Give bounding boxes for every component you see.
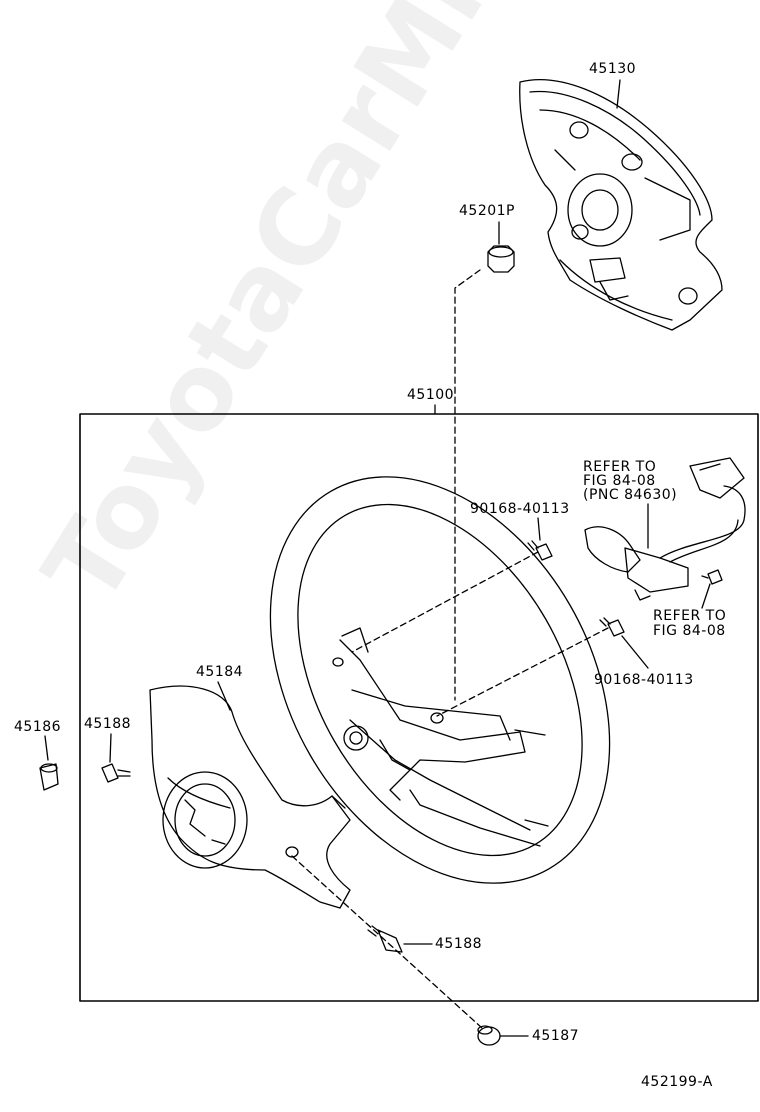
leader-refer-lower [701,583,711,609]
label-90168-upper: 90168-40113 [470,501,570,517]
label-45188-left: 45188 [84,716,132,732]
note-refer-upper-line3: (PNC 84630) [583,487,678,503]
leader-90168-lower [621,635,649,669]
assembly-frame [79,413,759,1002]
screw-90168-lower [599,617,625,637]
clip-45186 [39,763,59,791]
screw-45188-left [101,763,131,783]
screw-switch [701,569,723,585]
note-refer-lower-line1: REFER TO [653,608,727,624]
note-refer-upper-line1: REFER TO [583,459,657,475]
airbag-pad-45130 [519,79,723,331]
dashed-cover-cap [291,855,483,1029]
screw-90168-upper [527,540,553,561]
screw-45188-bottom [367,925,403,953]
nut-45201p [487,245,515,273]
label-45201p: 45201P [459,203,515,219]
steering-wheel-45100 [269,476,611,884]
label-45188-bottom: 45188 [435,936,483,952]
dashed-axis-nut [454,269,481,701]
leader-45184 [217,681,231,711]
label-90168-lower: 90168-40113 [594,672,694,688]
label-45186: 45186 [14,719,62,735]
leader-90168-upper [537,517,541,541]
label-45130: 45130 [589,61,637,77]
dashed-screw-upper [351,551,539,653]
cap-45187 [477,1025,501,1046]
label-45187: 45187 [532,1028,580,1044]
label-45100: 45100 [407,387,455,403]
figure-code: 452199-A [641,1074,713,1090]
leader-45130 [616,79,621,109]
lower-cover-45184 [149,685,351,909]
leader-45186 [44,735,49,761]
leader-45188-left [109,733,112,763]
note-refer-lower-line2: FIG 84-08 [653,623,726,639]
dashed-screw-lower [436,627,609,717]
label-45184: 45184 [196,664,244,680]
switch-assembly [584,457,746,601]
note-refer-upper-line2: FIG 84-08 [583,473,656,489]
